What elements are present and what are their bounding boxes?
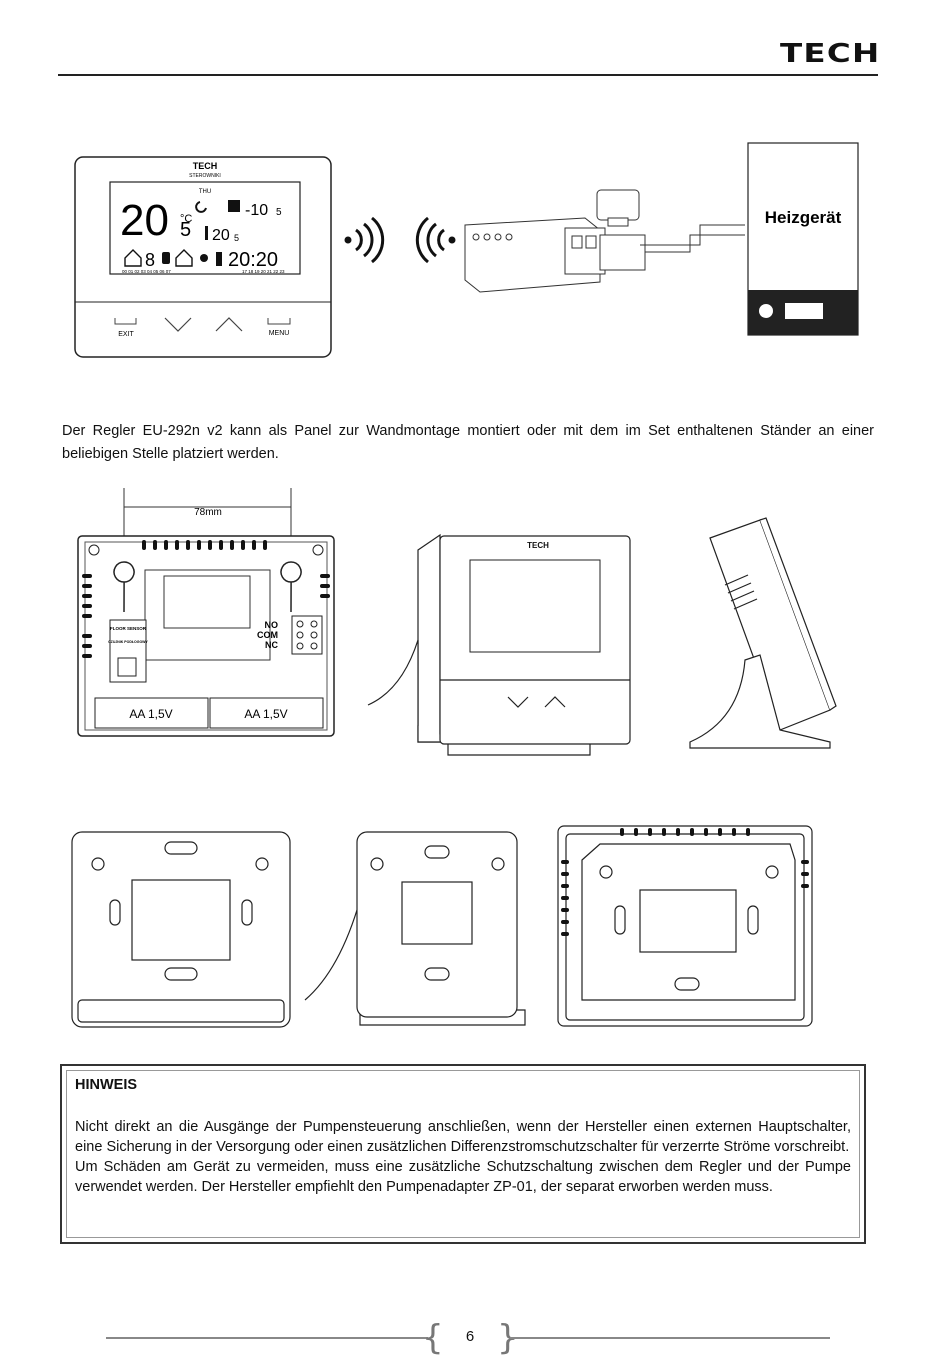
intro-paragraph: Der Regler EU-292n v2 kann als Panel zur… (62, 423, 874, 462)
thermostat-side-view (689, 517, 837, 749)
footer-rule-left (106, 1337, 428, 1339)
up-arrow-icon (215, 317, 243, 332)
hand-icon (162, 252, 170, 264)
notice-title: HINWEIS (75, 1077, 138, 1093)
device-outside-decimal: 5 (276, 207, 282, 218)
moon-icon (195, 201, 207, 213)
floor-sensor-label: FLOOR SENSOR (110, 626, 147, 631)
device-hours-left: 00 01 02 03 04 05 06 07 (122, 269, 171, 274)
thermostat-back-view: 78mm FLOOR SENSOR CZUJNIK PODŁOGOWY NO C… (77, 488, 335, 737)
device-main-decimal: 5 (180, 219, 191, 241)
device-set-temp: 20 (212, 227, 230, 244)
left-brace-icon: { (422, 1318, 444, 1358)
house-icon (124, 249, 142, 267)
terminal-no: NO (265, 620, 279, 630)
tech-logo: TECH (780, 39, 881, 69)
device-day: THU (199, 189, 211, 195)
down-arrow-icon (164, 317, 192, 332)
wireless-signal-out-icon (344, 216, 385, 264)
wireless-signal-in-icon (415, 216, 456, 264)
receiver-module (464, 189, 745, 293)
mounting-figure: 78mm FLOOR SENSOR CZUJNIK PODŁOGOWY NO C… (77, 488, 837, 756)
sun-icon (200, 254, 208, 262)
house-eco-icon (175, 249, 193, 267)
stand-angled-view (304, 831, 526, 1026)
device-hours-right: 17 18 19 20 21 22 23 (242, 269, 285, 274)
heater-label: Heizgerät (765, 208, 842, 227)
notice-paragraph-2: Um Schäden am Gerät zu vermeiden, muss e… (75, 1159, 851, 1195)
notice-box: HINWEIS Nicht direkt an die Ausgänge der… (60, 1064, 866, 1244)
terminal-com: COM (257, 630, 278, 640)
device-main-temp: 20 (120, 196, 169, 245)
stand-back-view (71, 831, 291, 1028)
thermometer-icon (205, 226, 208, 240)
header-rule (58, 74, 878, 76)
battery-right-label: AA 1,5V (244, 707, 287, 721)
device-brand: TECH (193, 161, 218, 171)
snow-house-icon (228, 200, 240, 212)
device-clock: 20:20 (228, 249, 278, 271)
device-set-decimal: 5 (234, 233, 239, 243)
footer-rule-right (510, 1337, 830, 1339)
floor-sensor-label-pl: CZUJNIK PODŁOGOWY (108, 640, 148, 644)
exit-label: EXIT (118, 331, 134, 338)
wiring-figure: TECH STEROWNIKI THU 20 °C 5 -10 5 20 5 8… (74, 142, 859, 358)
device-outside-temp: -10 (245, 202, 268, 219)
dimension-label: 78mm (194, 507, 222, 518)
device-brand-sub: STEROWNIKI (189, 173, 221, 179)
thermostat-on-stand: TECH (367, 533, 631, 756)
menu-label: MENU (269, 330, 290, 337)
terminal-nc: NC (265, 640, 278, 650)
stand-open-view (557, 825, 813, 1027)
page-number: 6 (465, 1328, 475, 1345)
heater-unit: Heizgerät (747, 142, 859, 336)
stand-views-figure (71, 825, 813, 1028)
battery-left-label: AA 1,5V (129, 707, 172, 721)
device-unit: °C (180, 213, 192, 225)
device-digit: 8 (145, 250, 155, 270)
right-brace-icon: } (497, 1318, 519, 1358)
notice-paragraph-1: Nicht direkt an die Ausgänge der Pumpens… (75, 1119, 851, 1155)
thermostat-front: TECH STEROWNIKI THU 20 °C 5 -10 5 20 5 8… (74, 156, 332, 358)
battery-icon (216, 252, 222, 266)
svg-text:TECH: TECH (527, 541, 549, 550)
